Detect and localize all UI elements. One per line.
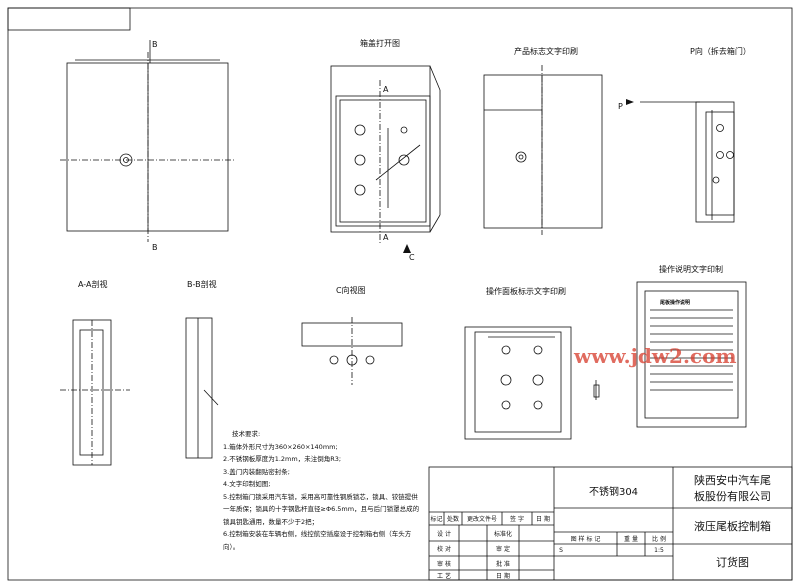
- rev-header: 签 字: [510, 516, 524, 523]
- view-title-p-view: P向（拆去箱门）: [690, 47, 751, 56]
- role-label: 标准化: [493, 530, 512, 538]
- stage-value: S: [559, 546, 563, 554]
- marker-a-bottom: A: [383, 233, 389, 242]
- role-label: 审 定: [496, 546, 510, 553]
- drawing-type: 订货图: [716, 556, 749, 569]
- marker-a-top: A: [383, 85, 389, 94]
- rev-header: 日 期: [536, 516, 550, 523]
- marker-c: C: [409, 253, 415, 262]
- role-label: 设 计: [437, 530, 451, 538]
- weight-label: 重 量: [624, 535, 638, 543]
- view-title-lid-open: 箱盖打开图: [360, 39, 400, 48]
- rev-header: 更改文件号: [466, 516, 497, 523]
- role-label: 批 准: [496, 560, 510, 568]
- tech-item: 3.盖门内装翻贴密封条;: [223, 467, 290, 476]
- company-line1: 陕西安中汽车尾: [694, 474, 771, 487]
- view-title-product-print: 产品标志文字印刷: [514, 47, 578, 56]
- role-label: 审 核: [437, 560, 451, 568]
- view-title-aa: A-A剖视: [78, 280, 108, 289]
- instruction-board-title: 尾板操作说明: [660, 300, 691, 306]
- rev-header: 标记: [430, 516, 443, 523]
- view-title-c-view: C向视图: [336, 286, 366, 295]
- technical-requirements: 技术要求: 1.箱体外形尺寸为360×260×140mm; 2.不锈钢板厚度为1…: [223, 428, 423, 553]
- scale-label: 比 例: [652, 535, 666, 543]
- rev-header: 处数: [446, 516, 459, 523]
- tech-item: 1.箱体外形尺寸为360×260×140mm;: [223, 442, 338, 451]
- tech-item: 4.文字印制如图;: [223, 480, 271, 488]
- tech-item: 5.控制箱门锁采用汽车锁，采用高可靠性钢质锁芯，锁具、铰链提供一年质保；锁具的十…: [223, 492, 420, 526]
- marker-p: P: [618, 102, 623, 111]
- marker-b-top: B: [152, 40, 158, 49]
- stage-label: 图 样 标 记: [570, 535, 601, 543]
- role-label: 日 期: [496, 572, 510, 580]
- marker-b-bottom: B: [152, 243, 158, 252]
- part-name: 液压尾板控制箱: [694, 520, 771, 533]
- scale-value: 1:5: [654, 546, 664, 554]
- tech-title: 技术要求:: [232, 430, 261, 438]
- role-label: 工 艺: [437, 572, 451, 580]
- role-label: 校 对: [437, 546, 451, 553]
- view-title-op-print: 操作说明文字印制: [659, 265, 723, 274]
- company-line2: 板股份有限公司: [694, 490, 771, 503]
- tech-item: 6.控制箱安装在车辆右侧，线控航空插座设于控制箱右侧（车头方向）。: [223, 530, 412, 551]
- view-title-panel-print: 操作面板标示文字印刷: [486, 287, 566, 296]
- tech-item: 2.不锈钢板厚度为1.2mm，未注倒角R3;: [223, 455, 342, 463]
- view-title-bb: B-B剖视: [187, 280, 217, 289]
- watermark: www.jdw2.com: [574, 344, 737, 368]
- material: 不锈钢304: [588, 486, 639, 498]
